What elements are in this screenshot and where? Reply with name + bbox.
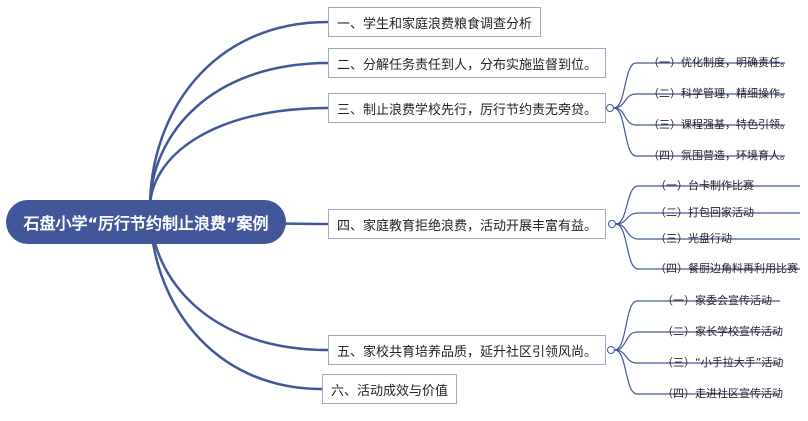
branch-4-sub-1[interactable]: （一）台卡制作比赛 [655, 179, 754, 192]
branch-5-sub-2[interactable]: （二）家长学校宣传活动 [662, 325, 783, 338]
branch-1[interactable]: 一、学生和家庭浪费粮食调查分析 [328, 7, 542, 37]
branch-3-sub-4[interactable]: （四）氛围营造，环境育人。 [648, 149, 791, 162]
collapse-toggle-branch-3[interactable] [606, 104, 614, 112]
edge-group-3-sub-4 [614, 349, 780, 395]
edge-group-1-sub-1 [613, 62, 785, 109]
branch-4-sub-2[interactable]: （二）打包回家活动 [655, 206, 754, 219]
edge-group-3-sub-2 [614, 331, 780, 351]
branch-6-label: 六、活动成效与价值 [331, 383, 449, 399]
branch-5-sub-4[interactable]: （四）走进社区宣传活动 [662, 387, 783, 400]
branch-4-sub-3[interactable]: （三）光盘行动 [655, 232, 732, 245]
branch-2[interactable]: 二、分解任务责任到人，分布实施监督到位。 [328, 48, 607, 78]
branch-4[interactable]: 四、家庭教育拒绝浪费，活动开展丰富有益。 [328, 209, 607, 239]
branch-5-sub-1[interactable]: （一）家委会宣传活动 [662, 294, 772, 307]
root-label: 石盘小学“厉行节约制止浪费”案例 [23, 214, 269, 233]
edge-root-to-branch-3 [148, 106, 329, 209]
edge-group-1-sub-2 [613, 93, 785, 109]
edge-group-1-sub-3 [613, 107, 785, 126]
edge-group-2-sub-3 [615, 223, 800, 240]
edge-group-1-sub-4 [613, 107, 785, 157]
branch-5-sub-3[interactable]: （三）“小手拉大手”活动 [662, 356, 784, 369]
edge-root-to-branch-2 [148, 61, 329, 209]
branch-6[interactable]: 六、活动成效与价值 [322, 374, 458, 404]
edge-group-3-sub-1 [614, 300, 780, 351]
branch-2-label: 二、分解任务责任到人，分布实施监督到位。 [337, 57, 598, 73]
branch-3-sub-2[interactable]: （二）科学管理，精细操作。 [648, 87, 791, 100]
branch-3-sub-3[interactable]: （三）课程强基，特色引领。 [648, 118, 791, 131]
edge-group-2-sub-1 [615, 185, 800, 225]
branch-3-label: 三、制止浪费学校先行，厉行节约责无旁贷。 [337, 102, 598, 118]
branch-3-sub-1[interactable]: （一）优化制度，明确责任。 [648, 56, 791, 69]
collapse-toggle-branch-4[interactable] [608, 220, 616, 228]
edge-group-3-sub-3 [614, 349, 780, 364]
branch-5-label: 五、家校共育培养品质，延升社区引领风尚。 [337, 344, 598, 360]
branch-1-label: 一、学生和家庭浪费粮食调查分析 [337, 16, 533, 32]
edge-group-2-sub-4 [615, 223, 800, 270]
collapse-toggle-branch-5[interactable] [607, 346, 615, 354]
edge-root-to-branch-1 [148, 20, 329, 209]
branch-4-label: 四、家庭教育拒绝浪费，活动开展丰富有益。 [337, 218, 598, 234]
root-node[interactable]: 石盘小学“厉行节约制止浪费”案例 [6, 200, 286, 244]
branch-3[interactable]: 三、制止浪费学校先行，厉行节约责无旁贷。 [328, 93, 607, 123]
branch-5[interactable]: 五、家校共育培养品质，延升社区引领风尚。 [328, 335, 607, 365]
branch-4-sub-4[interactable]: （四）餐厨边角料再利用比赛 [655, 262, 798, 275]
edge-group-2-sub-2 [615, 212, 800, 225]
